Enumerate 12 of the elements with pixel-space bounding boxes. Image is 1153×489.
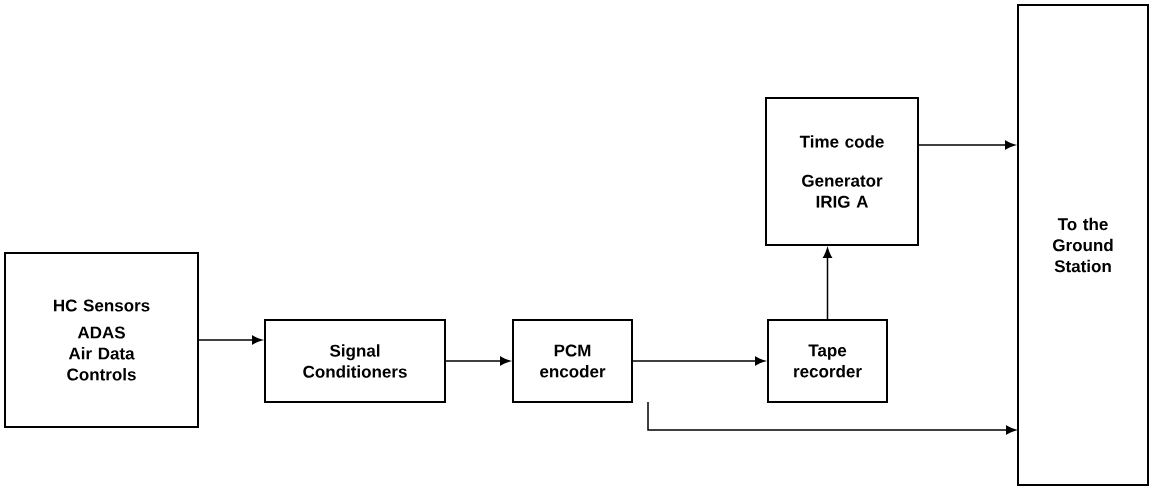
arrow — [632, 356, 765, 366]
arrow — [823, 248, 832, 320]
arrow — [647, 401, 1016, 435]
arrow — [445, 356, 510, 366]
arrow — [918, 140, 1015, 150]
arrow — [198, 335, 262, 345]
process-box: PCM encoder — [512, 319, 633, 403]
process-box: Tape recorder — [767, 319, 888, 403]
station-box: To the Ground Station — [1017, 4, 1149, 486]
generator-box: Time code Generator IRIG A — [765, 97, 919, 246]
process-box: Signal Conditioners — [264, 319, 446, 403]
sensor-box: HC Sensors ADAS Air Data Controls — [4, 252, 199, 428]
